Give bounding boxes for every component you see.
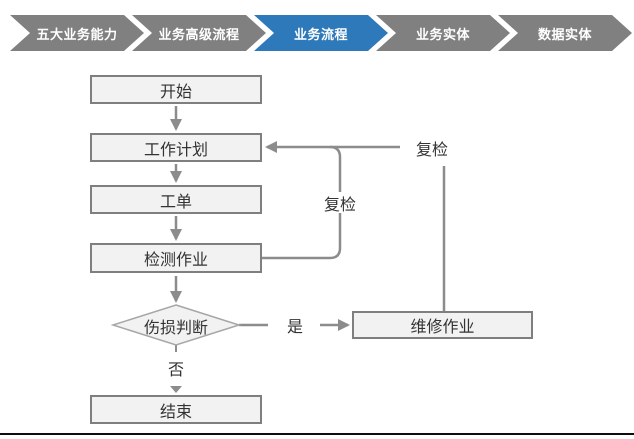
step-five-capabilities[interactable]: 五大业务能力 — [10, 15, 144, 51]
node-damage-decision: 伤损判断 — [143, 319, 208, 337]
edge-label-recheck-outer: 复检 — [413, 137, 451, 159]
line-recheck-inner-lower — [262, 212, 342, 260]
step-business-process[interactable]: 业务流程 — [254, 15, 388, 51]
arrowhead-no-to-end — [170, 386, 182, 393]
edge-label-recheck-inner: 复检 — [321, 192, 359, 214]
edge-label-yes: 是 — [282, 315, 308, 336]
node-repair-job: 维修作业 — [352, 311, 533, 339]
step-business-entity[interactable]: 业务实体 — [376, 15, 510, 51]
step-advanced-process[interactable]: 业务高级流程 — [132, 15, 266, 51]
decision-diamond-shape — [110, 304, 242, 346]
node-work-order: 工单 — [90, 185, 262, 214]
edge-label-no: 否 — [163, 358, 189, 379]
line-recheck-inner-upper — [329, 145, 342, 192]
node-work-plan: 工作计划 — [90, 133, 262, 162]
step-data-entity[interactable]: 数据实体 — [498, 15, 632, 51]
node-start: 开始 — [90, 75, 262, 104]
node-inspection-job: 检测作业 — [90, 243, 262, 273]
page-bottom-rule — [0, 433, 634, 435]
node-end: 结束 — [90, 395, 262, 424]
